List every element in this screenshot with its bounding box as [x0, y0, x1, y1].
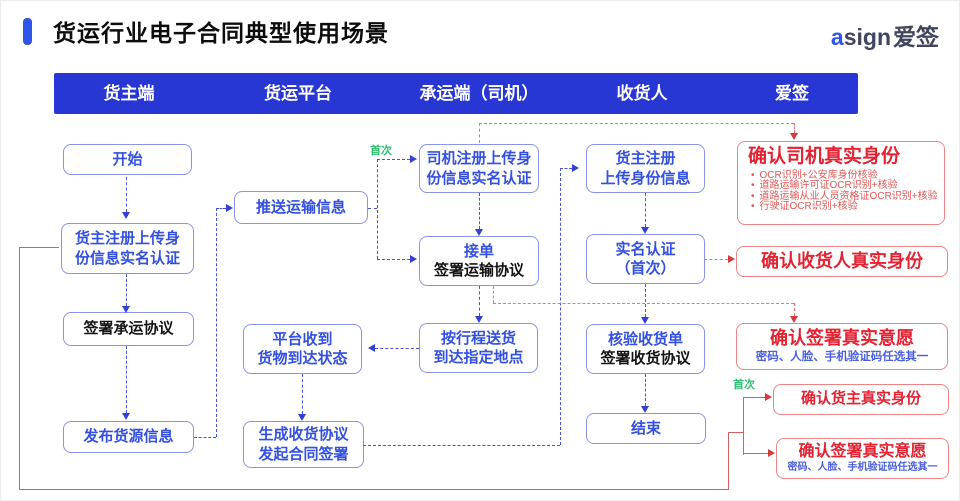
connector-publish-to-push-seg3 — [216, 208, 226, 209]
connector-shipper-register-to-asign-seg3 — [19, 489, 729, 490]
connector-publish-to-push-seg2 — [216, 208, 217, 437]
node-publish-supply-info: 发布货源信息 — [63, 421, 194, 453]
arrowhead-down-icon — [122, 306, 130, 313]
arrowhead-down-icon — [122, 413, 130, 420]
connector-to-shipper-identity — [743, 397, 765, 398]
node-start: 开始 — [63, 144, 192, 175]
column-header-asign: 爱签 — [775, 84, 809, 103]
service-confirm-driver-identity: 确认司机真实身份 OCR识别+公安库身份核验 道路运输许可证OCR识别+核验 道… — [737, 141, 945, 225]
connector-consignee-register-to-realname — [645, 193, 646, 227]
list-item: 行驶证OCR识别+核验 — [748, 202, 938, 213]
arrowhead-right-icon — [410, 155, 417, 163]
list-item: OCR识别+公安库身份核验 — [748, 170, 938, 182]
connector-take-order-to-sign-will-seg1 — [493, 286, 494, 303]
connector-shipper-register-to-asign-seg1 — [19, 247, 59, 248]
connector-verify-to-end — [645, 374, 646, 406]
first-time-label-driver: 首次 — [370, 145, 392, 157]
arrowhead-down-icon — [641, 406, 649, 413]
service-confirm-sign-will-bottom: 确认签署真实意愿 密码、人脸、手机验证码任选其一 — [776, 438, 949, 479]
arrowhead-down-icon — [122, 212, 130, 219]
page-title: 货运行业电子合同典型使用场景 — [53, 20, 389, 46]
connector-publish-to-push-seg1 — [194, 437, 216, 438]
connector-take-order-to-sign-will-seg2 — [493, 303, 794, 304]
node-deliver-to-destination: 按行程送货 到达指定地点 — [419, 323, 538, 373]
column-header-shipper: 货主端 — [103, 84, 155, 103]
node-shipper-register: 货主注册上传身 份信息实名认证 — [61, 223, 194, 274]
connector-shipper-register-to-asign-seg5 — [728, 432, 744, 433]
connector-realname-to-verify — [645, 284, 646, 317]
arrowhead-down-icon — [298, 414, 306, 421]
node-verify-receipt-sign: 核验收货单 签署收货协议 — [586, 324, 705, 374]
connector-to-sign-will-bottom — [743, 453, 768, 454]
connector-push-branch-stem — [368, 208, 377, 209]
connector-take-order-to-deliver — [479, 286, 480, 316]
connector-shipper-register-to-asign-seg4 — [728, 432, 729, 490]
first-time-label-shipper: 首次 — [733, 379, 755, 391]
arrowhead-down-icon — [790, 133, 798, 140]
logo-accent-letter: a — [830, 24, 844, 50]
node-consignee-register: 货主注册 上传身份信息 — [586, 144, 705, 193]
connector-deliver-to-platform-receive — [375, 348, 419, 349]
connector-generate-to-consignee-seg2 — [560, 168, 561, 445]
arrowhead-down-icon — [475, 229, 483, 236]
title-accent-bar — [23, 18, 32, 45]
arrowhead-right-icon — [572, 164, 579, 172]
connector-generate-to-consignee-seg3 — [560, 168, 572, 169]
connector-sign-carriage-to-publish — [126, 346, 127, 413]
connector-push-to-driver-register — [377, 159, 410, 160]
connector-register-to-sign-carriage — [126, 274, 127, 306]
node-driver-register: 司机注册上传身 份信息实名认证 — [419, 144, 539, 193]
connector-start-to-shipper-register — [126, 177, 127, 212]
list-item: 道路运输从业人员资格证OCR识别+核验 — [748, 191, 938, 203]
connector-driver-register-to-asign-seg2 — [479, 123, 794, 124]
arrowhead-right-icon — [765, 393, 772, 401]
node-generate-receipt-agreement: 生成收货协议 发起合同签署 — [243, 421, 364, 468]
connector-shipper-register-to-asign-seg2 — [19, 247, 20, 490]
connector-asign-branch-vertical — [743, 397, 744, 455]
node-sign-carriage-agreement: 签署承运协议 — [63, 312, 194, 346]
service-confirm-shipper-identity: 确认货主真实身份 — [773, 384, 949, 415]
arrowhead-down-icon — [475, 316, 483, 323]
node-take-order-sign-transport: 接单 签署运输协议 — [419, 236, 539, 286]
node-platform-receive-status: 平台收到 货物到达状态 — [243, 324, 362, 374]
arrowhead-right-icon — [728, 255, 735, 263]
logo-chinese: 爱签 — [893, 24, 939, 50]
column-header-band — [54, 73, 858, 114]
service-confirm-consignee-identity: 确认收货人真实身份 — [736, 246, 948, 277]
arrowhead-left-icon — [368, 344, 375, 352]
logo-rest: sign — [843, 24, 891, 50]
connector-generate-to-consignee-seg1 — [363, 445, 560, 446]
service-confirm-sign-will-mid: 确认签署真实意愿 密码、人脸、手机验证码任选其一 — [736, 323, 948, 370]
column-header-carrier: 承运端（司机） — [419, 84, 539, 103]
connector-take-order-to-sign-will-seg3 — [794, 303, 795, 316]
connector-driver-register-to-asign-seg1 — [479, 123, 480, 143]
node-push-transport-info: 推送运输信息 — [234, 191, 368, 224]
connector-driver-register-to-take-order — [479, 193, 480, 229]
driver-identity-bullet-list: OCR识别+公安库身份核验 道路运输许可证OCR识别+核验 道路运输从业人员资格… — [748, 170, 938, 213]
arrowhead-right-icon — [226, 204, 233, 212]
connector-platform-receive-to-generate — [302, 374, 303, 414]
node-realname-auth-first-time: 实名认证 （首次） — [586, 234, 705, 284]
arrowhead-right-icon — [768, 449, 775, 457]
column-header-platform: 货运平台 — [264, 84, 332, 103]
arrowhead-down-icon — [641, 227, 649, 234]
connector-driver-register-to-asign-seg3 — [794, 123, 795, 133]
connector-realname-to-consignee-identity — [704, 259, 728, 260]
brand-logo: asign爱签 — [831, 18, 939, 52]
arrowhead-right-icon — [410, 255, 417, 263]
connector-push-branch-vertical — [377, 159, 378, 259]
node-end: 结束 — [586, 413, 706, 444]
arrowhead-down-icon — [641, 317, 649, 324]
list-item: 道路运输许可证OCR识别+核验 — [748, 181, 938, 192]
connector-push-to-take-order — [377, 259, 410, 260]
arrowhead-down-icon — [790, 316, 798, 323]
column-header-consignee: 收货人 — [616, 84, 668, 103]
